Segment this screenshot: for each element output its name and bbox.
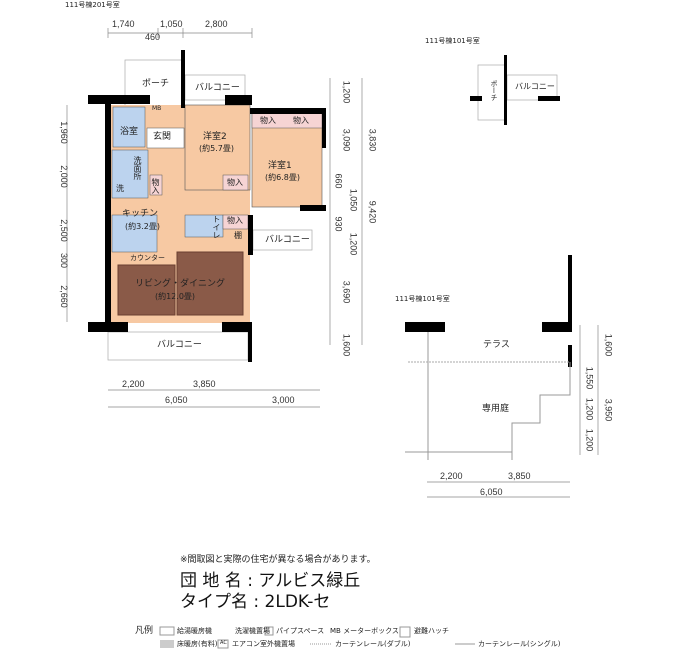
type-value: 2LDK-セ	[264, 592, 331, 612]
counter-label: カウンター	[130, 254, 165, 262]
dim-right-1: 1,200	[341, 80, 352, 104]
dim-top-2: 1,050	[160, 19, 183, 29]
dim-left-1: 1,960	[58, 121, 69, 144]
shelf-label: 棚	[234, 231, 242, 240]
estate-label: 団 地 名	[180, 571, 242, 591]
garden-dim-bottom-2: 3,850	[508, 471, 531, 481]
garden-dim-right-3: 1,200	[584, 397, 595, 421]
room-western2: 洋室2	[203, 132, 227, 142]
room-living: リビング・ダイニング	[135, 279, 226, 289]
room-kitchen: キッチン	[122, 209, 159, 219]
estate-name: 団 地 名 : アルビス緑丘	[180, 571, 361, 591]
closet-3: 物入	[227, 178, 243, 187]
disclaimer: ※間取図と実際の住宅が異なる場合があります。	[180, 555, 376, 565]
room-washroom: 洗面所	[133, 156, 142, 180]
legend-item: カーテンレール(ダブル)	[335, 640, 411, 648]
dim-left-2: 2,000	[58, 165, 69, 188]
room-balcony-top: バルコニー	[195, 83, 240, 93]
room-porch: ポーチ	[142, 79, 170, 89]
garden-dim-right-1: 1,600	[603, 333, 614, 357]
garden-dim-right-4: 1,200	[584, 428, 595, 452]
dim-right-5: 930	[333, 216, 344, 232]
legend-item: パイプスペース	[276, 627, 325, 635]
dim-bottom-1: 2,200	[122, 379, 145, 389]
closet-2: 物入	[293, 116, 309, 125]
room-living-size: (約12.0畳)	[155, 292, 196, 301]
room-toilet: トイレ	[212, 215, 221, 239]
closet-4: 物入	[227, 216, 243, 225]
legend-title: 凡例	[135, 626, 154, 636]
garden-dim-right-total: 3,950	[603, 398, 614, 422]
small-unit	[470, 55, 560, 125]
dim-left-5: 2,660	[58, 285, 69, 308]
dimension-lines	[66, 28, 599, 498]
legend-swatches	[159, 626, 475, 649]
dim-right-4: 1,050	[348, 188, 359, 212]
dim-right-total-b: 9,420	[367, 200, 378, 224]
legend-item: 給湯暖房機	[177, 627, 212, 635]
room-balcony-right: バルコニー	[265, 235, 310, 245]
garden-dim-bottom-1: 2,200	[440, 471, 463, 481]
room-western2-size: (約5.7畳)	[199, 144, 234, 153]
legend-item: カーテンレール(シングル)	[478, 640, 561, 648]
estate-value: アルビス緑丘	[258, 571, 361, 591]
dim-left-3: 2,500	[58, 219, 69, 242]
dim-right-total-a: 3,830	[367, 128, 378, 152]
dim-top-3: 2,800	[205, 19, 228, 29]
unit-label-small: 111号棟101号室	[425, 37, 480, 45]
room-western1-size: (約6.8畳)	[265, 173, 300, 182]
small-porch: ポーチ	[490, 80, 498, 101]
legend-item: 床暖房(有料)	[177, 640, 218, 648]
garden-dim-right-2: 1,550	[584, 366, 595, 390]
room-western1: 洋室1	[268, 161, 292, 171]
dim-right-6: 1,200	[348, 232, 359, 256]
dim-right-8: 1,600	[341, 333, 352, 357]
dim-top-sub: 460	[145, 32, 161, 42]
dim-bottom-total-2: 3,000	[272, 395, 295, 405]
legend-item: 洗濯機置場	[235, 627, 270, 635]
legend-ac-icon: AC	[220, 640, 227, 646]
type-label: タイプ名	[180, 592, 248, 612]
closet-5: 物入	[151, 178, 160, 194]
room-balcony-bottom: バルコニー	[157, 340, 202, 350]
room-kitchen-size: (約3.2畳)	[125, 222, 160, 231]
garden-dim-total: 6,050	[480, 487, 503, 497]
legend-item: エアコン室外機置場	[232, 640, 295, 648]
room-entrance: 玄関	[153, 132, 172, 142]
unit-label-garden: 111号棟101号室	[395, 295, 450, 303]
dim-top-1: 1,740	[112, 19, 135, 29]
type-name: タイプ名 : 2LDK-セ	[180, 592, 331, 612]
dim-right-7: 3,690	[341, 280, 352, 304]
unit-label-main: 111号棟201号室	[65, 1, 120, 9]
main-unit	[88, 50, 326, 362]
dim-bottom-2: 3,850	[193, 379, 216, 389]
legend-item: 避難ハッチ	[414, 627, 449, 635]
terrace-label: テラス	[483, 340, 510, 350]
closet-1: 物入	[260, 116, 276, 125]
dim-right-3: 660	[333, 173, 344, 189]
legend-item: MB メーターボックス	[330, 627, 399, 635]
garden-plan	[405, 255, 572, 460]
garden-label: 専用庭	[482, 404, 510, 414]
meter-box-label: MB	[152, 105, 162, 112]
small-balcony: バルコニー	[515, 82, 555, 91]
dim-right-2: 3,090	[341, 128, 352, 152]
dim-left-4: 300	[59, 252, 70, 269]
room-bath: 浴室	[120, 127, 139, 137]
washer-icon: 洗	[116, 184, 124, 193]
walls	[88, 50, 326, 362]
dim-bottom-total-1: 6,050	[165, 395, 188, 405]
